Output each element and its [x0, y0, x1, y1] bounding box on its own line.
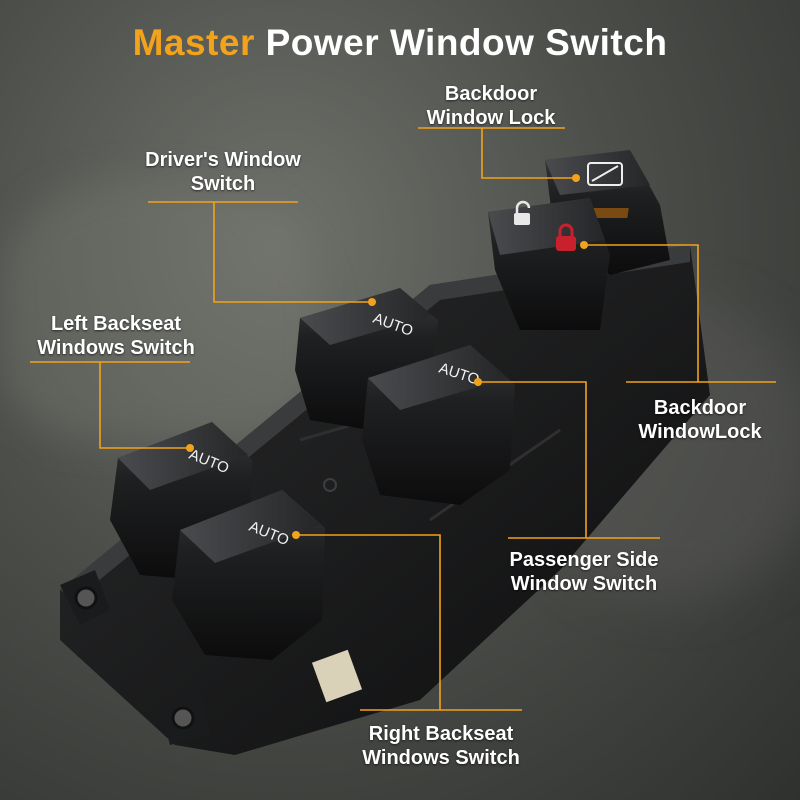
callout-left-backseat: Left Backseat Windows Switch [37, 313, 195, 359]
callout-dots [186, 174, 588, 539]
callout-lines [30, 127, 776, 711]
callout-drivers-window: Driver's Window Switch [145, 149, 301, 195]
callout-backdoor-lock-top: Backdoor Window Lock [426, 83, 556, 129]
callout-right-backseat: Right Backseat Windows Switch [362, 723, 520, 769]
background-blur [0, 180, 320, 440]
right-backseat-switch: AUTO [172, 490, 325, 660]
callout-backdoor-lock-right: Backdoor WindowLock [638, 397, 762, 443]
callout-passenger-side: Passenger Side Window Switch [509, 549, 659, 595]
page-title: Master Power Window Switch [132, 22, 668, 63]
